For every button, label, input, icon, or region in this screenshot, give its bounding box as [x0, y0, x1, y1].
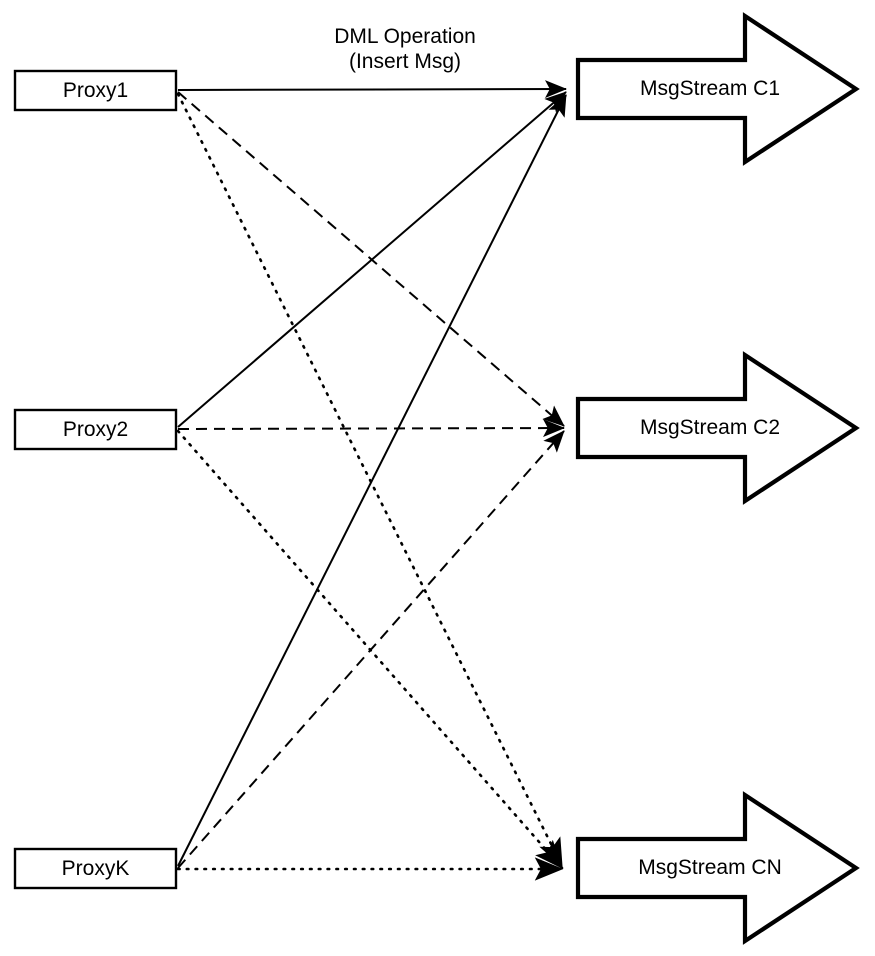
edge-proxy1-to-c1: [177, 80, 567, 99]
edge-proxyk-to-c1: [177, 94, 567, 867]
msgstream-c2-label: MsgStream C2: [640, 416, 780, 439]
proxy1-label: Proxy1: [63, 79, 128, 102]
edge-proxy1-to-c2: [177, 91, 565, 427]
proxy1-box[interactable]: [13, 69, 178, 112]
msgstream-c1-label: MsgStream C1: [640, 77, 780, 100]
edge-proxy2-to-c2: [177, 419, 565, 438]
node-proxy2[interactable]: Proxy2: [13, 408, 178, 451]
edge-caption-line2: (Insert Msg): [349, 50, 461, 73]
msgstream-c1-shape[interactable]: [575, 12, 860, 166]
edge-proxy1-to-cn: [176, 92, 564, 868]
msgstream-c2-shape[interactable]: [575, 351, 860, 505]
msgstream-cn-shape[interactable]: [575, 791, 860, 945]
node-msgstream-c1[interactable]: MsgStream C1: [575, 12, 860, 166]
proxyk-label: ProxyK: [62, 857, 130, 880]
msgstream-cn-label: MsgStream CN: [638, 856, 782, 879]
edge-proxyk-to-c2: [177, 430, 565, 869]
proxy2-label: Proxy2: [63, 418, 128, 441]
node-msgstream-cn[interactable]: MsgStream CN: [575, 791, 860, 945]
edge-proxy2-to-c1: [177, 91, 567, 428]
node-proxy1[interactable]: Proxy1: [13, 69, 178, 112]
proxyk-box[interactable]: [13, 847, 178, 890]
node-msgstream-c2[interactable]: MsgStream C2: [575, 351, 860, 505]
node-proxyk[interactable]: ProxyK: [13, 847, 178, 890]
edge-caption-line1: DML Operation: [334, 25, 476, 48]
proxy2-box[interactable]: [13, 408, 178, 451]
